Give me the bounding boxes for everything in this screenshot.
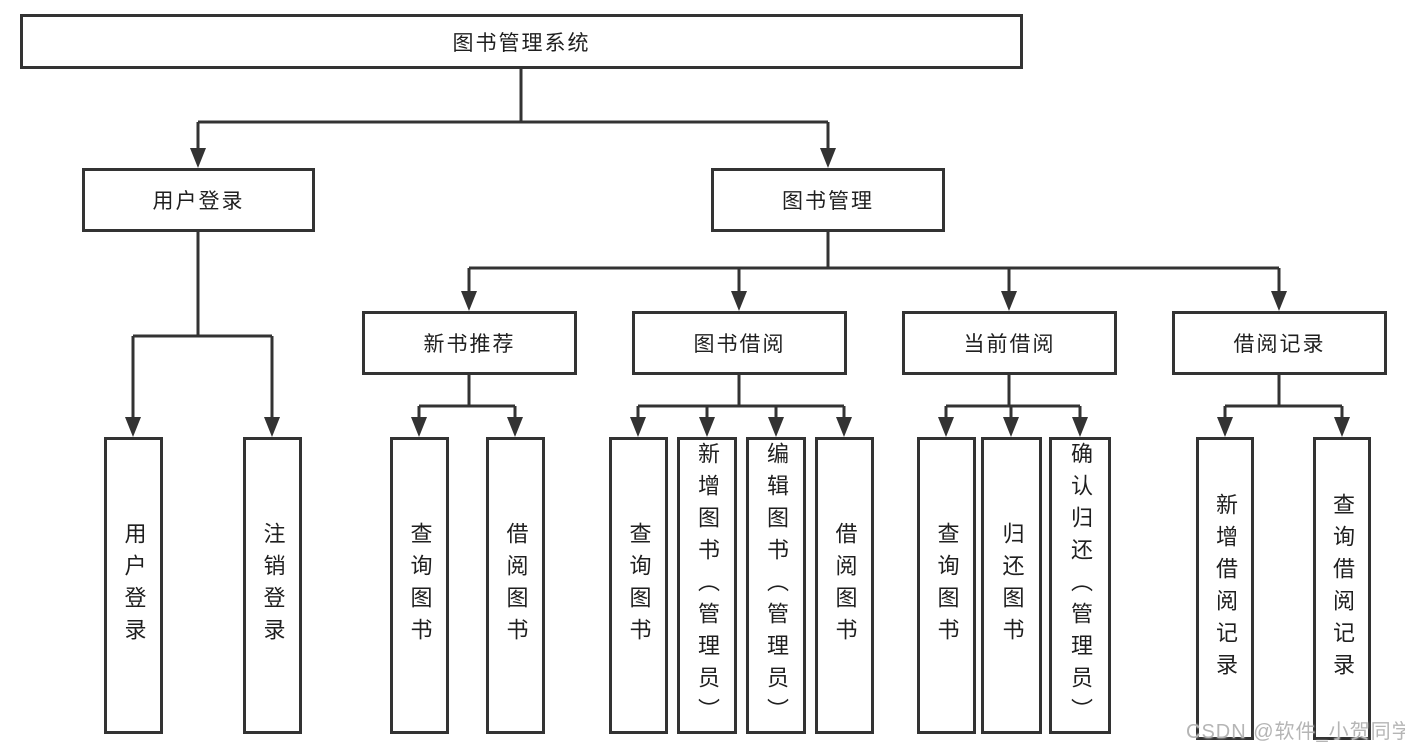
leaf-logout-label: 注销登录 [260,521,286,650]
leaf-query-books-2: 查询图书 [609,437,668,734]
leaf-user-login-label: 用户登录 [121,521,147,650]
leaf-query-books-3: 查询图书 [917,437,976,734]
leaf-borrow-books-1: 借阅图书 [486,437,545,734]
leaf-add-borrow-record-label: 新增借阅记录 [1213,492,1238,685]
node-book-management: 图书管理 [711,168,945,232]
leaf-borrow-books-2-label: 借阅图书 [832,521,858,650]
leaf-user-login: 用户登录 [104,437,163,734]
node-borrow-records: 借阅记录 [1172,311,1387,375]
leaf-edit-book-admin-label: 编辑图书（管理员） [764,441,789,730]
leaf-confirm-return-admin: 确认归还（管理员） [1049,437,1111,734]
node-book-borrowing: 图书借阅 [632,311,847,375]
leaf-query-borrow-record: 查询借阅记录 [1313,437,1371,740]
leaf-query-books-3-label: 查询图书 [934,521,960,650]
leaf-query-books-1: 查询图书 [390,437,449,734]
leaf-borrow-books-2: 借阅图书 [815,437,874,734]
leaf-add-borrow-record: 新增借阅记录 [1196,437,1254,740]
node-current-borrowing: 当前借阅 [902,311,1117,375]
leaf-borrow-books-1-label: 借阅图书 [503,521,529,650]
leaf-logout: 注销登录 [243,437,302,734]
leaf-return-book-label: 归还图书 [999,521,1025,650]
node-library-system: 图书管理系统 [20,14,1023,69]
leaf-query-books-2-label: 查询图书 [626,521,652,650]
leaf-query-borrow-record-label: 查询借阅记录 [1330,492,1355,685]
csdn-watermark: CSDN @软件_小贺同学 [1186,721,1405,743]
leaf-add-book-admin: 新增图书（管理员） [677,437,737,734]
leaf-add-book-admin-label: 新增图书（管理员） [695,441,720,730]
leaf-confirm-return-admin-label: 确认归还（管理员） [1068,441,1093,730]
node-user-login: 用户登录 [82,168,315,232]
leaf-edit-book-admin: 编辑图书（管理员） [746,437,806,734]
node-new-book-recommend: 新书推荐 [362,311,577,375]
leaf-return-book: 归还图书 [981,437,1042,734]
leaf-query-books-1-label: 查询图书 [407,521,433,650]
